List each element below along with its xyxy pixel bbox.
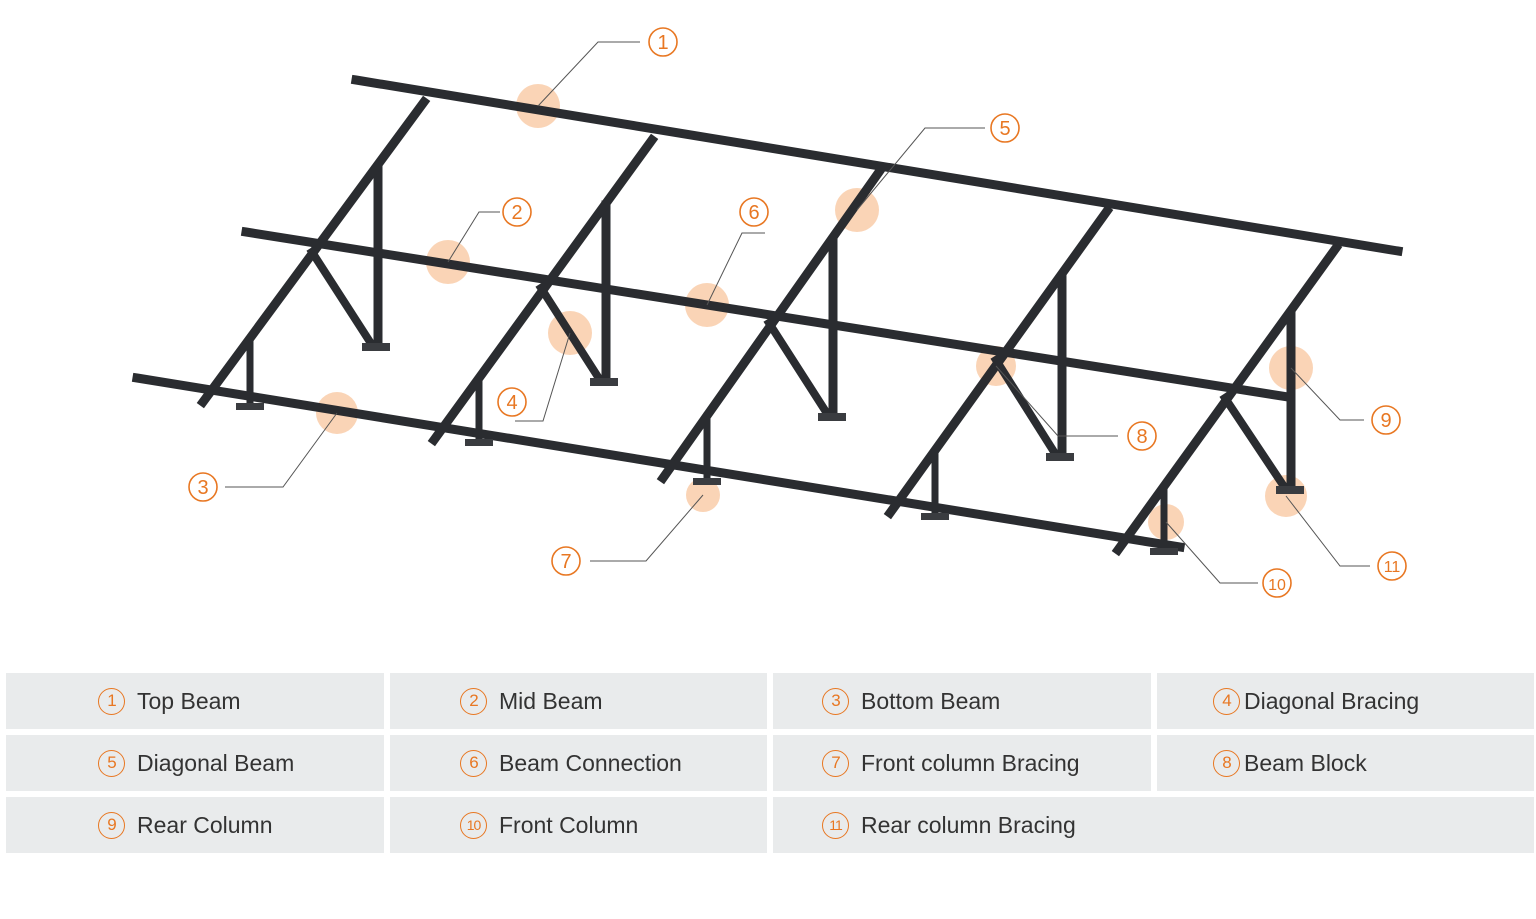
callout-7: 7 (551, 546, 581, 576)
legend-label: Beam Block (1244, 749, 1367, 776)
legend-number-badge: 4 (1213, 687, 1240, 715)
callout-8: 8 (1127, 421, 1157, 451)
legend-number-badge: 6 (460, 749, 487, 777)
mid-beam (240, 226, 1294, 403)
callout-1: 1 (648, 27, 678, 57)
callout-1-number: 1 (657, 32, 668, 54)
top-beam (350, 74, 1404, 257)
callout-6-number: 6 (748, 202, 759, 224)
legend-item-front-column: 10 Front Column (390, 797, 767, 853)
bottom-beam (131, 372, 1186, 553)
callout-4: 4 (497, 387, 527, 417)
legend-label: Front column Bracing (861, 749, 1080, 776)
legend-item-beam-connection: 6 Beam Connection (390, 735, 767, 791)
legend-item-top-beam: 1 Top Beam (6, 673, 384, 729)
callout-3: 3 (188, 472, 218, 502)
callout-11-number: 11 (1384, 559, 1401, 576)
legend-item-rear-column-bracing: 11 Rear column Bracing (773, 797, 1534, 853)
callout-10-number: 10 (1268, 577, 1286, 594)
callout-8-number: 8 (1136, 426, 1147, 448)
steel-frame (131, 74, 1404, 557)
callout-5: 5 (990, 113, 1020, 143)
legend-label: Diagonal Beam (137, 749, 295, 776)
legend-number-badge: 1 (98, 687, 125, 715)
legend-number-badge: 11 (822, 811, 849, 839)
legend-label: Bottom Beam (861, 687, 1001, 714)
legend-label: Rear Column (137, 811, 273, 838)
callout-9: 9 (1371, 405, 1401, 435)
legend-item-rear-column: 9 Rear Column (6, 797, 384, 853)
legend-number-badge: 7 (822, 749, 849, 777)
legend-item-bottom-beam: 3 Bottom Beam (773, 673, 1151, 729)
legend-label: Beam Connection (499, 749, 682, 776)
callout-2-number: 2 (511, 202, 522, 224)
legend-label: Mid Beam (499, 687, 603, 714)
callout-2: 2 (502, 197, 532, 227)
legend-number-badge: 2 (460, 687, 487, 715)
legend-item-diagonal-bracing: 4 Diagonal Bracing (1157, 673, 1534, 729)
legend-label: Front Column (499, 811, 639, 838)
legend-label: Diagonal Bracing (1244, 687, 1420, 714)
legend-label: Rear column Bracing (861, 811, 1076, 838)
callout-4-number: 4 (506, 392, 517, 414)
callout-5-number: 5 (999, 118, 1010, 140)
legend-item-beam-block: 8 Beam Block (1157, 735, 1534, 791)
callout-6: 6 (739, 197, 769, 227)
callout-10: 10 (1262, 568, 1292, 598)
legend-number-badge: 9 (98, 811, 125, 839)
parts-legend: 1 Top Beam 2 Mid Beam 3 Bottom Beam 4 Di… (0, 673, 1536, 855)
leader-lines (225, 41, 1370, 584)
diagonal-bracings (306, 246, 1291, 494)
callout-9-number: 9 (1380, 410, 1391, 432)
legend-item-mid-beam: 2 Mid Beam (390, 673, 767, 729)
legend-label: Top Beam (137, 687, 241, 714)
callout-3-number: 3 (197, 477, 208, 499)
solar-mounting-structure-diagram: 1 2 3 4 5 6 7 8 9 10 11 (131, 27, 1407, 598)
legend-number-badge: 8 (1213, 749, 1240, 777)
legend-item-front-column-bracing: 7 Front column Bracing (773, 735, 1151, 791)
callout-7-number: 7 (560, 551, 571, 573)
legend-number-badge: 10 (460, 811, 487, 839)
legend-number-badge: 5 (98, 749, 125, 777)
base-plates (236, 343, 1304, 555)
callout-11: 11 (1377, 551, 1407, 581)
legend-number-badge: 3 (822, 687, 849, 715)
legend-item-diagonal-beam: 5 Diagonal Beam (6, 735, 384, 791)
